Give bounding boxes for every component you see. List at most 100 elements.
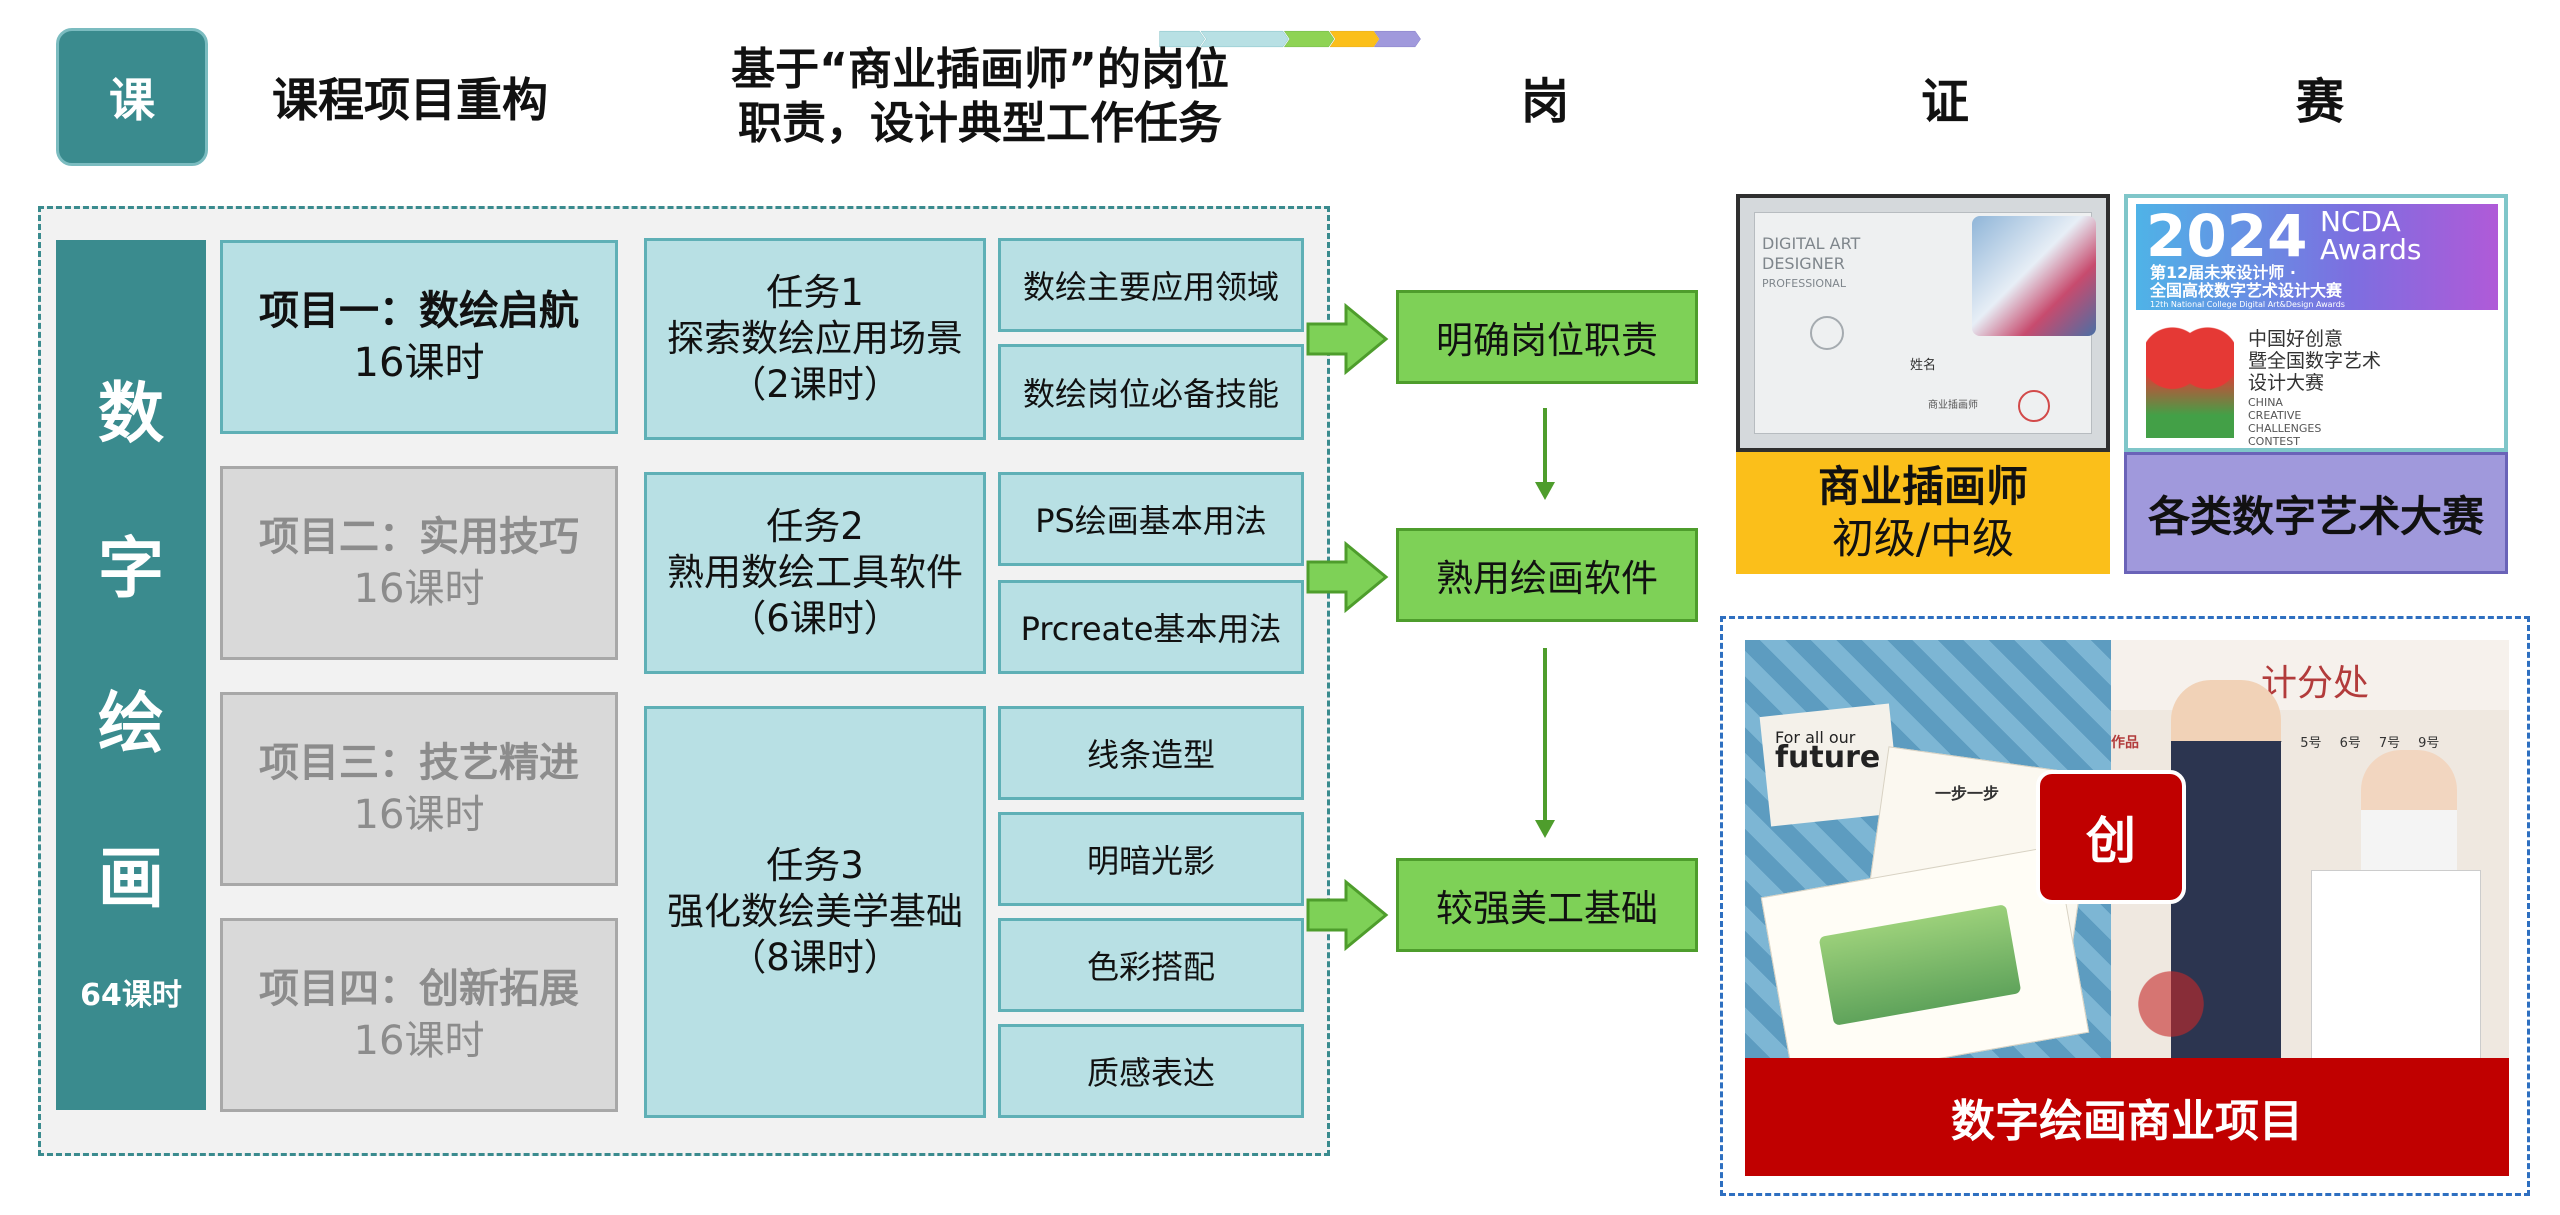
number-tags: 4号 5号 6号 7号 9号 <box>2261 732 2439 751</box>
project-card-3: 项目三：技艺精进 16课时 <box>220 692 618 886</box>
cc-en-line: CHALLENGES <box>2248 422 2322 435</box>
certificate-caption-level: 初级/中级 <box>1831 514 2015 563</box>
sidebar-char: 数 <box>98 375 164 452</box>
task-number: 任务3 <box>766 844 864 887</box>
down-arrow-head <box>1535 820 1555 838</box>
down-arrow-head <box>1535 482 1555 500</box>
task-hours: （2课时） <box>729 363 901 406</box>
cc-en-line: CONTEST <box>2248 435 2300 448</box>
step-duties: 基于“商业插画师”的岗位 职责，设计典型工作任务 <box>630 28 1330 166</box>
sidebar-digital-painting: 数 字 绘 画 64课时 <box>56 240 206 1110</box>
subtask-item: 色彩搭配 <box>998 918 1304 1012</box>
project-title: 项目四：创新拓展 <box>259 966 579 1012</box>
future-card: For all our future <box>1775 728 1881 775</box>
step-zheng: 证 <box>1920 74 1969 130</box>
ncda-awards-line: Awards <box>2320 233 2422 266</box>
certificate-caption-title: 商业插画师 <box>1817 462 2028 511</box>
future-card-line: future <box>1775 740 1881 775</box>
right-arrow-icon <box>1306 540 1389 614</box>
project-hours: 16课时 <box>353 566 485 612</box>
project-title: 项目一：数绘启航 <box>259 288 579 334</box>
cc-en: CHINA CREATIVE CHALLENGES CONTEST <box>2248 396 2321 448</box>
number-tag: 5号 <box>2300 736 2322 751</box>
job-box-2: 熟用绘画软件 <box>1396 528 1698 622</box>
competition-logos: 2024 NCDA Awards 第12届未来设计师 · 全国高校数字艺术设计大… <box>2124 194 2508 452</box>
certificate-title-line: PROFESSIONAL <box>1762 277 1846 290</box>
header-arrows <box>1159 31 1421 48</box>
ke-label: 课 <box>109 73 155 127</box>
right-arrow-icon <box>1306 878 1389 952</box>
certificate-caption: 商业插画师 初级/中级 <box>1736 452 2110 574</box>
subtask-item: 线条造型 <box>998 706 1304 800</box>
job-box-1: 明确岗位职责 <box>1396 290 1698 384</box>
arrow-course-restructure <box>1159 31 1206 48</box>
product-photo: For all our future 一步一步 <box>1745 640 2111 1058</box>
sidebar-char: 画 <box>98 840 164 917</box>
sidebar-char: 绘 <box>98 685 164 762</box>
step-duties-line1: 基于“商业插画师”的岗位 <box>731 44 1229 95</box>
task-hours: （8课时） <box>729 936 901 979</box>
subtask-item: Prcreate基本用法 <box>998 580 1304 674</box>
project-card-1: 项目一：数绘启航 16课时 <box>220 240 618 434</box>
ncda-cn: 第12届未来设计师 · 全国高校数字艺术设计大赛 <box>2150 264 2342 300</box>
ncda-banner <box>2136 204 2498 310</box>
competition-caption: 各类数字艺术大赛 <box>2124 452 2508 574</box>
number-tag: 7号 <box>2378 736 2401 751</box>
task-card-1: 任务1 探索数绘应用场景 （2课时） <box>644 238 986 440</box>
cc-en-line: CHINA <box>2248 396 2283 409</box>
project-hours: 16课时 <box>353 792 485 838</box>
task-card-3: 任务3 强化数绘美学基础 （8课时） <box>644 706 986 1118</box>
task-number: 任务1 <box>766 271 864 314</box>
certificate-name-label: 姓名 <box>1910 358 1937 373</box>
subtask-item: 质感表达 <box>998 1024 1304 1118</box>
arrow-sai <box>1373 31 1421 48</box>
booth-sign: 计分处 <box>2261 663 2370 704</box>
job-box-3: 较强美工基础 <box>1396 858 1698 952</box>
card-text: 一步一步 <box>1935 784 2000 803</box>
step-course-restructure: 课程项目重构 <box>272 73 548 127</box>
certificate-emblem <box>1972 216 2096 336</box>
ke-badge: 课 <box>56 28 208 166</box>
works-label: 作品 <box>2111 735 2139 751</box>
step-sai: 赛 <box>2295 74 2344 130</box>
step-duties-line2: 职责，设计典型工作任务 <box>738 98 1222 149</box>
podium <box>2311 870 2481 1058</box>
subtask-item: 数绘主要应用领域 <box>998 238 1304 332</box>
task-card-2: 任务2 熟用数绘工具软件 （6课时） <box>644 472 986 674</box>
event-photo: 计分处 作品 4号 5号 6号 7号 9号 <box>2111 640 2509 1058</box>
project-title: 项目二：实用技巧 <box>259 514 579 560</box>
future-card-line: For all our <box>1775 728 1856 747</box>
subtask-item: 明暗光影 <box>998 812 1304 906</box>
ncda-en: 12th National College Digital Art&Design… <box>2150 300 2345 309</box>
certificate-role: 商业插画师 <box>1928 400 1978 411</box>
certificate-title: DIGITAL ART DESIGNER PROFESSIONAL <box>1762 234 1860 294</box>
project-card-2: 项目二：实用技巧 16课时 <box>220 466 618 660</box>
task-title: 强化数绘美学基础 <box>667 890 963 933</box>
certificate-title-line: DESIGNER <box>1762 254 1845 273</box>
cc-cn-line: 暨全国数字艺术 <box>2248 350 2382 372</box>
chuang-badge: 创 <box>2036 770 2186 904</box>
project-title: 项目三：技艺精进 <box>259 740 579 786</box>
number-tag: 9号 <box>2418 736 2440 751</box>
cc-cn: 中国好创意 暨全国数字艺术 设计大赛 <box>2248 328 2381 394</box>
ncda-year: 2024 <box>2146 202 2308 270</box>
step-gang: 岗 <box>1520 74 1569 130</box>
arrow-zheng <box>1329 31 1380 48</box>
subtask-item: PS绘画基本用法 <box>998 472 1304 566</box>
task-number: 任务2 <box>766 505 864 548</box>
heart-logo-icon <box>2146 324 2234 438</box>
commercial-project-caption: 数字绘画商业项目 <box>1745 1058 2509 1176</box>
right-arrow-icon <box>1306 302 1389 376</box>
seal-icon <box>1810 316 1844 350</box>
cc-en-line: CREATIVE <box>2248 409 2302 422</box>
task-title: 熟用数绘工具软件 <box>667 551 963 594</box>
ncda-awards-line: NCDA <box>2320 205 2401 238</box>
sidebar-char: 字 <box>98 530 164 607</box>
project-hours: 16课时 <box>353 1018 485 1064</box>
ncda-cn-line: 第12届未来设计师 · <box>2150 263 2296 282</box>
project-card-4: 项目四：创新拓展 16课时 <box>220 918 618 1112</box>
subtask-item: 数绘岗位必备技能 <box>998 344 1304 440</box>
sidebar-hours: 64课时 <box>80 978 182 1013</box>
stamp-icon <box>2018 390 2050 422</box>
